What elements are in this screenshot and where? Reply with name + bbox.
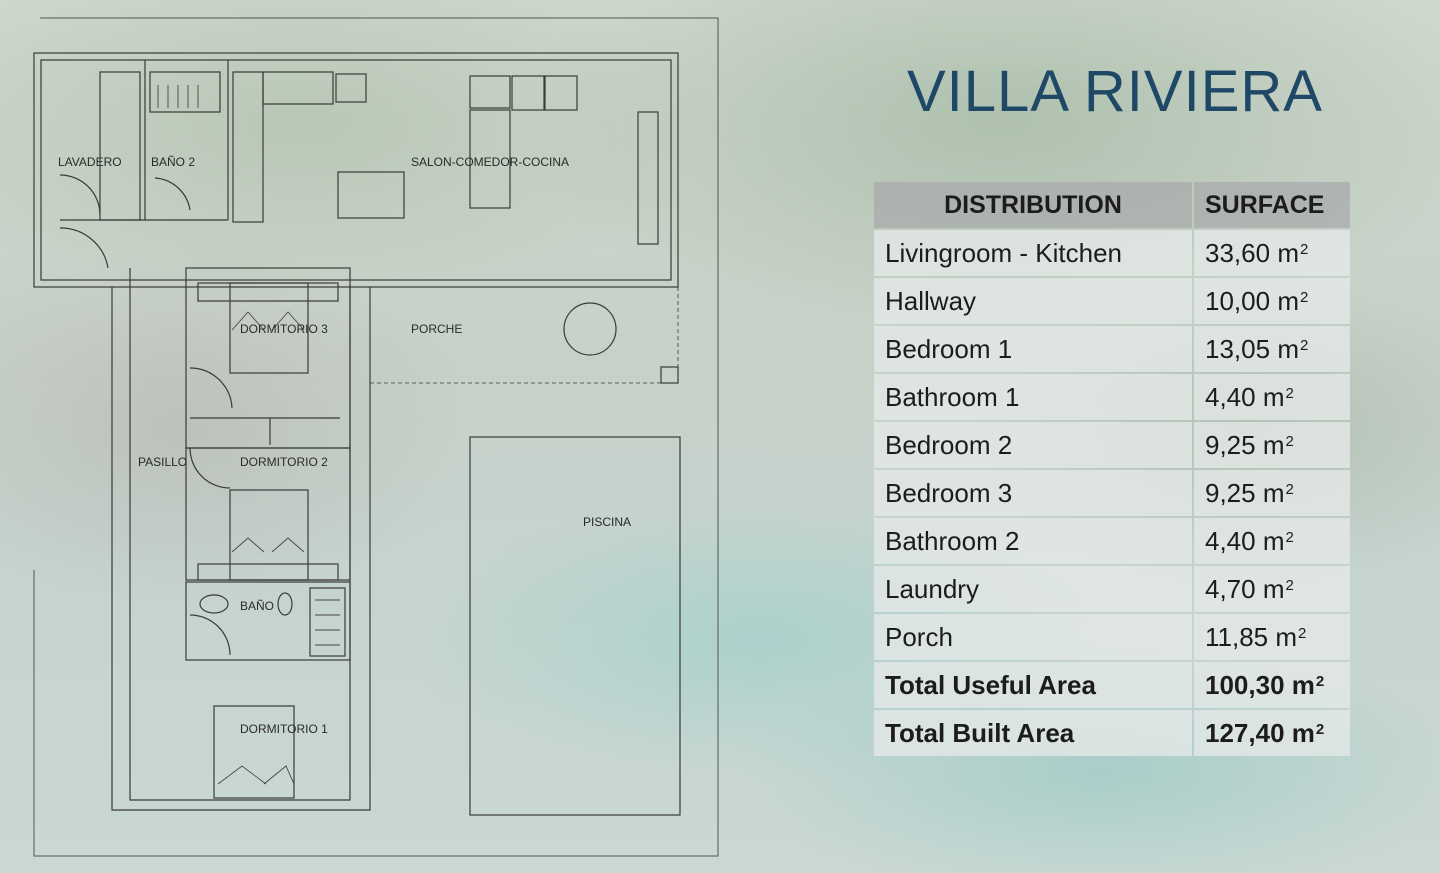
surface-value: 4,40 — [1205, 381, 1256, 412]
surface-unit: m — [1277, 285, 1299, 316]
label-bano: BAÑO — [240, 599, 274, 613]
surface-unit-exponent: 2 — [1285, 432, 1294, 450]
table-header-row: DISTRIBUTION SURFACE — [874, 182, 1350, 230]
label-salon-comedor-cocina: SALON-COMEDOR-COCINA — [411, 155, 569, 169]
surface-value: 11,85 — [1205, 621, 1269, 652]
surface-value: 9,25 — [1205, 477, 1256, 508]
surface-unit: m — [1291, 717, 1315, 748]
surface-unit: m — [1262, 429, 1285, 460]
room-name: Bedroom 2 — [874, 422, 1192, 468]
surface-unit-exponent: 2 — [1298, 624, 1307, 642]
surface-value: 10,00 — [1205, 285, 1271, 316]
room-name: Bathroom 2 — [874, 518, 1192, 564]
room-name: Total Built Area — [874, 710, 1192, 756]
surface-unit: m — [1275, 621, 1298, 652]
surface-unit: m — [1262, 477, 1285, 508]
surface-value: 4,70 — [1205, 573, 1256, 604]
label-dormitorio-3: DORMITORIO 3 — [240, 322, 328, 336]
surface-unit: m — [1262, 381, 1285, 412]
surface-unit: m — [1262, 573, 1285, 604]
surface-unit-exponent: 2 — [1285, 480, 1294, 498]
room-name: Bedroom 1 — [874, 326, 1192, 372]
surface-unit: m — [1262, 525, 1285, 556]
header-surface: SURFACE — [1194, 182, 1350, 228]
header-distribution: DISTRIBUTION — [874, 182, 1192, 228]
label-bano-2: BAÑO 2 — [151, 155, 195, 169]
surface-unit-exponent: 2 — [1285, 384, 1294, 402]
surface-unit-exponent: 2 — [1285, 528, 1294, 546]
surface-value: 13,05 — [1205, 333, 1271, 364]
surface-table: DISTRIBUTION SURFACE Livingroom - Kitche… — [874, 182, 1350, 758]
label-dormitorio-1: DORMITORIO 1 — [240, 722, 328, 736]
surface-unit-exponent: 2 — [1315, 720, 1325, 738]
surface-unit: m — [1277, 333, 1299, 364]
surface-value: 33,60 — [1205, 237, 1271, 268]
surface-unit-exponent: 2 — [1299, 288, 1309, 306]
floor-plan-drawing: LAVADERO BAÑO 2 SALON-COMEDOR-COCINA DOR… — [33, 17, 719, 857]
room-name: Laundry — [874, 566, 1192, 612]
label-dormitorio-2: DORMITORIO 2 — [240, 455, 328, 469]
room-name: Bathroom 1 — [874, 374, 1192, 420]
room-name: Porch — [874, 614, 1192, 660]
surface-unit-exponent: 2 — [1299, 336, 1309, 354]
surface-value: 9,25 — [1205, 429, 1256, 460]
label-pasillo: PASILLO — [138, 455, 187, 469]
surface-unit-exponent: 2 — [1299, 240, 1309, 258]
surface-unit-exponent: 2 — [1285, 576, 1294, 594]
surface-value: 100,30 — [1205, 669, 1285, 700]
room-name: Bedroom 3 — [874, 470, 1192, 516]
surface-unit: m — [1277, 237, 1299, 268]
room-name: Total Useful Area — [874, 662, 1192, 708]
room-name: Livingroom - Kitchen — [874, 230, 1192, 276]
surface-value: 127,40 — [1205, 717, 1285, 748]
label-lavadero: LAVADERO — [58, 155, 122, 169]
room-name: Hallway — [874, 278, 1192, 324]
surface-unit-exponent: 2 — [1315, 672, 1325, 690]
label-piscina: PISCINA — [583, 515, 631, 529]
surface-unit: m — [1291, 669, 1315, 700]
label-porche: PORCHE — [411, 322, 462, 336]
floor-plan: LAVADERO BAÑO 2 SALON-COMEDOR-COCINA DOR… — [33, 17, 719, 857]
page-title: VILLA RIVIERA — [907, 59, 1323, 124]
surface-value: 4,40 — [1205, 525, 1256, 556]
